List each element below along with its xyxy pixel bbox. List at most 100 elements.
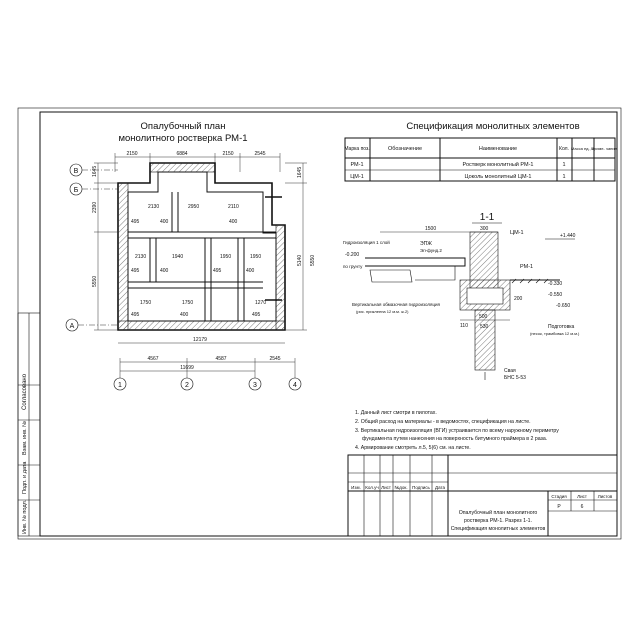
elev-a: -0.330	[548, 281, 562, 287]
dim-sec-4: 530	[480, 324, 489, 330]
label-sand2: (песок, трамбовка 12 м.м.)	[530, 331, 580, 336]
mark-1: 495	[131, 219, 140, 225]
axis-row-a: А	[70, 323, 75, 330]
label-waterproof: Гидроизоляция 1 слой	[343, 239, 390, 245]
stamp-sheet-v: 6	[581, 504, 584, 510]
plan-title-2: монолитного ростверка РМ-1	[118, 133, 247, 144]
stamp-desc-2: ростверка РМ-1. Разрез 1-1.	[464, 518, 532, 524]
elev-b: -0.550	[548, 292, 562, 298]
mark-6: 495	[213, 268, 222, 274]
stamp-col-6: Дата	[435, 485, 445, 490]
plan-title-1: Опалубочный план	[141, 121, 226, 132]
spec-h-mass: Масса ед., кг	[571, 146, 595, 151]
spec-title: Спецификация монолитных элементов	[406, 121, 579, 132]
axis-row-v: В	[74, 168, 79, 175]
room-8: 1750	[140, 300, 151, 306]
section-title: 1-1	[480, 212, 495, 223]
note-3: 3. Вертикальная гидроизоляция (ВГИ) устр…	[355, 428, 559, 434]
elev-top: +1.440	[560, 233, 576, 239]
room-6: 1950	[220, 254, 231, 260]
spec-r1-qty: 1	[562, 162, 565, 168]
room-1: 2130	[148, 204, 159, 210]
spec-r2-qty: 1	[562, 174, 565, 180]
label-rm1: РМ-1	[520, 264, 533, 270]
mark-3: 400	[229, 219, 238, 225]
spec-r1-name: Ростверк монолитный РМ-1	[463, 161, 534, 168]
label-slab2: Эп-фунд.2	[420, 248, 442, 253]
spec-r2-name: Цоколь монолитный ЦМ-1	[465, 173, 532, 180]
label-slab: ЭПЖ	[420, 241, 432, 247]
dim-bottom-1: 4567	[147, 356, 158, 362]
dim-sec-5: 110	[460, 323, 468, 329]
dim-bottom-total: 11699	[180, 365, 194, 371]
note-2: 2. Общий расход на материалы - в ведомос…	[355, 418, 531, 425]
spec-h-note: Приме- чание	[591, 146, 618, 151]
dim-left-2: 2390	[92, 202, 98, 213]
mark-2: 400	[160, 219, 169, 225]
axis-col-4: 4	[293, 382, 297, 389]
mark-9: 400	[180, 312, 189, 318]
label-pile2: БНС 5-53	[504, 375, 526, 381]
label-cm1: ЦМ-1	[510, 230, 524, 236]
axis-col-2: 2	[185, 382, 189, 389]
label-vgi2: (рис. приклеена 12 м.м. ж.2)	[356, 309, 409, 314]
dim-sec-6: 200	[514, 296, 523, 302]
dim-right-3: 5550	[310, 255, 316, 266]
dim-sec-2: 300	[480, 226, 489, 232]
title-block: Изм. Кол.уч Лист №док. Подпись Дата Стад…	[347, 454, 618, 537]
spec-table: Марка поз. Обозначение Наименование Кол.…	[344, 137, 618, 182]
axis-row-b: Б	[74, 187, 79, 194]
room-3: 2110	[228, 204, 239, 210]
dim-sec-1: 1500	[425, 226, 436, 232]
outer-frame	[17, 107, 622, 540]
label-ground: по грунту	[343, 264, 363, 269]
dim-bottom-3: 2545	[269, 356, 280, 362]
stamp-col-3: Лист	[381, 485, 391, 490]
spec-r1-mark: РМ-1	[350, 162, 363, 168]
elev-d: -0.200	[345, 252, 359, 258]
mark-4: 495	[131, 268, 140, 274]
stamp-desc-3: Спецификация монолитных элементов	[451, 526, 546, 532]
stamp-col-4: №док.	[394, 485, 407, 490]
mark-7: 400	[246, 268, 255, 274]
dim-top-3: 2150	[222, 151, 233, 157]
dim-left-3: 5550	[92, 276, 98, 287]
label-sand: Подготовка	[548, 324, 575, 330]
stamp-sheet-h: Лист	[577, 494, 587, 499]
room-2: 2950	[188, 204, 199, 210]
spec-h-name: Наименование	[479, 146, 517, 152]
dim-top-4: 2545	[254, 151, 265, 157]
stamp-col-1: Изм.	[351, 485, 361, 490]
label-vgi: Вертикальная обмазочная гидроизоляция	[352, 302, 441, 307]
axis-col-1: 1	[118, 382, 122, 389]
spec-h-qty: Кол.	[559, 146, 569, 152]
margin-sign: Подп. и дата	[22, 461, 28, 494]
dim-right-1: 1645	[297, 167, 303, 178]
margin-strip: Согласовано Взам. инв. № Подп. и дата Ин…	[17, 312, 41, 537]
room-4: 2130	[135, 254, 146, 260]
room-10: 1270	[255, 300, 266, 306]
mark-5: 400	[160, 268, 169, 274]
stamp-stage-h: Стадия	[551, 494, 567, 499]
room-9: 1750	[182, 300, 193, 306]
section-1-1: +1.440 -0.330 -0.550 -0.650 -0.200 ЦМ-1 …	[343, 226, 580, 381]
mark-10: 495	[252, 312, 261, 318]
stamp-sheets-h: Листов	[598, 494, 613, 499]
mark-8: 495	[131, 312, 140, 318]
spec-h-mark: Марка поз.	[344, 146, 369, 152]
foundation-plan: 2150 6884 2150 2545 2130 2950 2110 2130 …	[65, 151, 316, 391]
note-1: 1. Данный лист смотри в пилотах.	[355, 409, 437, 416]
stamp-desc-1: Опалубочный план монолитного	[459, 509, 538, 516]
note-3b: фундамента путем нанесения на поверхност…	[362, 435, 547, 442]
dim-sec-3: 500	[479, 314, 488, 320]
room-5: 1940	[172, 254, 183, 260]
stamp-col-5: Подпись	[412, 485, 430, 490]
spec-h-desig: Обозначение	[388, 146, 422, 152]
dim-bottom-overall: 12179	[193, 337, 207, 343]
dim-bottom-2: 4587	[215, 356, 226, 362]
note-4: 4. Армирование смотреть л.5, 5(6) см. на…	[355, 445, 471, 451]
dim-top-1: 2150	[126, 151, 137, 157]
stamp-col-2: Кол.уч	[365, 485, 379, 490]
stamp-stage-v: Р	[557, 504, 561, 510]
label-pile: Свая	[504, 368, 516, 374]
